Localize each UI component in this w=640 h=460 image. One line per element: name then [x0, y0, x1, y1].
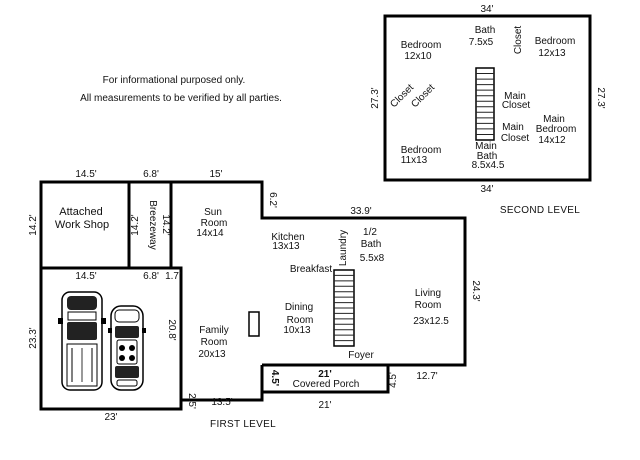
- first-level-title: FIRST LEVEL: [210, 419, 276, 430]
- main-bath-size: 8.5x4.5: [472, 160, 505, 171]
- disclaimer-line-2: All measurements to be verified by all p…: [80, 93, 282, 104]
- kitchen-size: 13x13: [272, 241, 300, 252]
- dim-garage-left: 23.3': [28, 327, 39, 348]
- breezeway-label: Breezeway: [147, 200, 158, 249]
- car-icon: [108, 305, 146, 391]
- second-level-plan: 34' 34' 27.3' 27.3' Bedroom 12x10 Bath 7…: [370, 4, 606, 216]
- bedroom-ne-size: 12x13: [538, 48, 566, 59]
- bedroom-nw-size: 12x10: [404, 51, 432, 62]
- main-bath-line1: Main: [475, 141, 497, 152]
- dim-workshop-top: 14.5': [75, 169, 96, 180]
- dim-breezeway-left: 14.2': [130, 214, 141, 235]
- laundry-label: Laundry: [338, 230, 349, 266]
- family-size: 20x13: [198, 349, 226, 360]
- bedroom-ne-name: Bedroom: [535, 36, 576, 47]
- main-bedroom-line2: Bedroom: [536, 124, 577, 135]
- bedroom-nw-name: Bedroom: [401, 40, 442, 51]
- dim-garage-top: 14.5': [75, 271, 96, 282]
- main-closet-1-line1: Main: [504, 91, 526, 102]
- dim-garage-small: 1.7': [165, 271, 181, 282]
- dim-workshop-left: 14.2': [28, 214, 39, 235]
- main-bedroom-size: 14x12: [538, 135, 566, 146]
- half-bath-size: 5.5x8: [360, 253, 385, 264]
- half-bath-line1: 1/2: [363, 227, 377, 238]
- bedroom-sw-name: Bedroom: [401, 145, 442, 156]
- second-dim-right: 27.3': [595, 87, 606, 108]
- sunroom-size: 14x14: [196, 228, 224, 239]
- main-closet-2-line1: Main: [502, 122, 524, 133]
- main-bedroom-line1: Main: [543, 114, 565, 125]
- dim-garage-mid: 6.8': [143, 271, 159, 282]
- dim-breezeway-top: 6.8': [143, 169, 159, 180]
- sunroom-line2: Room: [201, 218, 228, 229]
- main-bath-line2: Bath: [477, 151, 498, 162]
- dim-garage-bottom: 23': [104, 412, 117, 423]
- dim-porch-top: 21': [318, 369, 332, 380]
- second-level-title: SECOND LEVEL: [500, 205, 580, 216]
- bedroom-sw-size: 11x13: [401, 155, 428, 166]
- second-level-stair: [475, 67, 495, 141]
- living-size: 23x12.5: [413, 316, 449, 327]
- first-level-stair: [333, 269, 355, 347]
- dining-line1: Dining: [285, 302, 313, 313]
- living-line1: Living: [415, 288, 441, 299]
- dim-kitchen-top: 33.9': [350, 206, 371, 217]
- main-closet-2-line2: Closet: [501, 133, 530, 144]
- living-line2: Room: [415, 300, 442, 311]
- dining-line2: Room: [287, 315, 314, 326]
- dim-living-right: 24.3': [470, 280, 481, 301]
- dim-step-62: 6.2': [267, 192, 278, 208]
- disclaimer-line-1: For informational purposed only.: [103, 75, 246, 86]
- dim-breezeway-right: 14.2': [160, 214, 171, 235]
- closet-left-2: Closet: [409, 82, 437, 110]
- workshop-line2: Work Shop: [55, 219, 109, 231]
- kitchen-name: Kitchen: [271, 232, 304, 243]
- workshop-line1: Attached: [59, 206, 102, 218]
- fireplace: [248, 311, 260, 337]
- dim-living-bottom: 12.7': [416, 371, 437, 382]
- bath-name: Bath: [475, 25, 496, 36]
- dim-porch-bottom: 21': [318, 400, 331, 411]
- main-closet-1-line2: Closet: [502, 100, 531, 111]
- porch-label: Covered Porch: [293, 379, 360, 390]
- dim-family-bottom: 13.5': [211, 397, 232, 408]
- closet-top: Closet: [513, 26, 524, 55]
- half-bath-line2: Bath: [361, 239, 382, 250]
- dim-sunroom-top: 15': [209, 169, 222, 180]
- house-outline: [169, 180, 467, 402]
- dim-garage-right: 20.8': [166, 319, 177, 340]
- truck-icon: [58, 291, 106, 391]
- second-dim-bottom: 34': [480, 184, 493, 195]
- sunroom-line1: Sun: [204, 207, 222, 218]
- second-dim-left: 27.3': [370, 87, 381, 108]
- family-line1: Family: [199, 325, 228, 336]
- breakfast-label: Breakfast: [290, 264, 332, 275]
- first-level-plan: 14.5' 6.8' 15' 6.2' 33.9' 14.2' 14.2' 14…: [28, 169, 481, 430]
- family-line2: Room: [201, 337, 228, 348]
- bath-size: 7.5x5: [469, 37, 494, 48]
- dim-step-25: 2.5': [186, 393, 197, 409]
- second-dim-top: 34': [480, 4, 493, 15]
- dim-porch-right: 4.5': [388, 372, 399, 388]
- dining-size: 10x13: [283, 325, 311, 336]
- second-level-outline: [383, 14, 592, 182]
- dim-porch-left: 4.5': [269, 370, 280, 386]
- foyer-label: Foyer: [348, 350, 374, 361]
